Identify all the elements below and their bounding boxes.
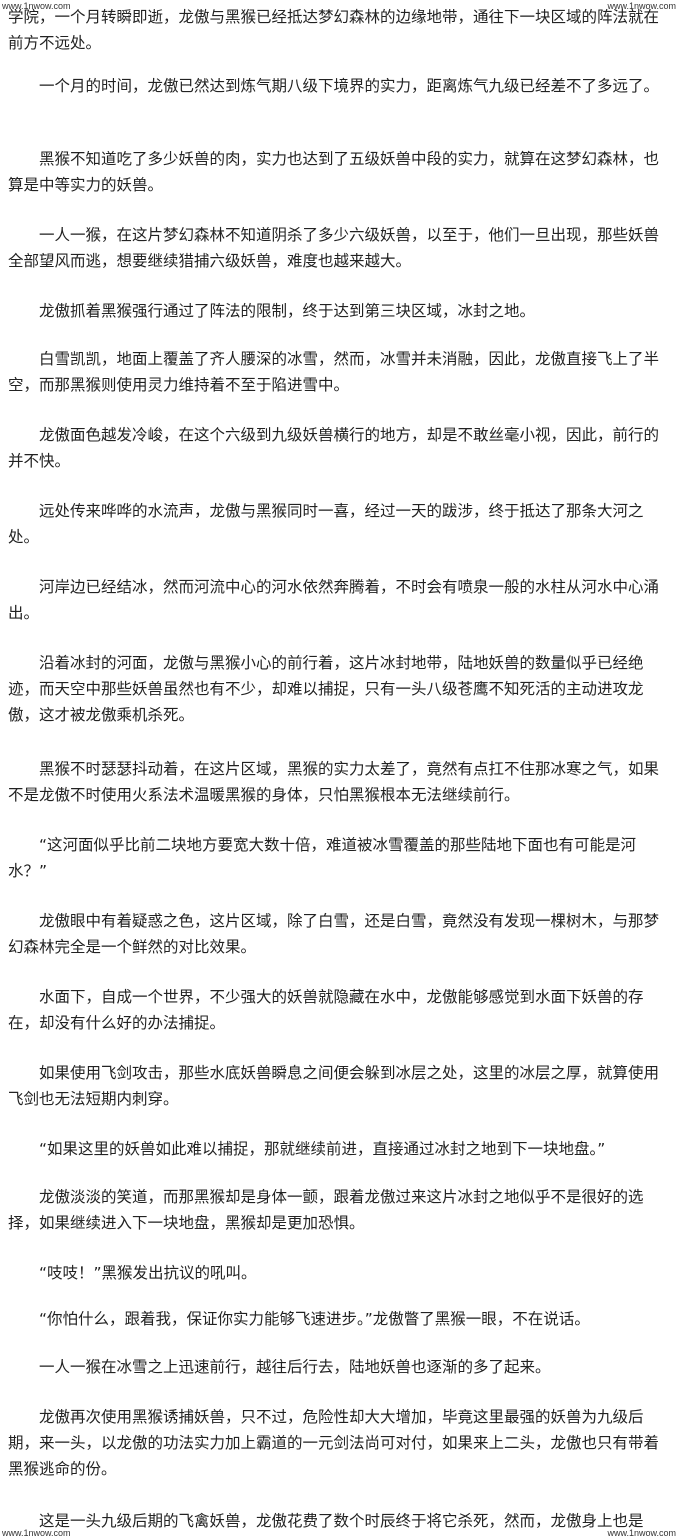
paragraph-5: 龙傲抓着黑猴强行通过了阵法的限制，终于达到第三块区域，冰封之地。 — [39, 302, 536, 320]
watermark-top-left: www.1nwow.com — [2, 1, 71, 11]
paragraph-22: 这是一头九级后期的飞禽妖兽，龙傲花费了数个时辰终于将它杀死，然而，龙傲身上也是 — [39, 1512, 644, 1530]
paragraph-16: “如果这里的妖兽如此难以捕捉，那就继续前进，直接通过冰封之地到下一块地盘。” — [39, 1140, 606, 1158]
paragraph-11: 黑猴不时瑟瑟抖动着，在这片区域，黑猴的实力太差了，竟然有点扛不住那冰寒之气，如果… — [8, 760, 660, 804]
paragraph-9: 河岸边已经结冰，然而河流中心的河水依然奔腾着，不时会有喷泉一般的水柱从河水中心涌… — [8, 578, 660, 622]
watermark-bottom-right: www.1nwow.com — [607, 1528, 676, 1538]
watermark-bottom-left: www.1nwow.com — [2, 1528, 71, 1538]
watermark-top-right: www.1nwow.com — [607, 1, 676, 11]
paragraph-1: 学院，一个月转瞬即逝，龙傲与黑猴已经抵达梦幻森林的边缘地带，通往下一块区域的阵法… — [8, 8, 660, 52]
paragraph-7: 龙傲面色越发冷峻，在这个六级到九级妖兽横行的地方，却是不敢丝毫小视，因此，前行的… — [8, 426, 660, 470]
paragraph-10: 沿着冰封的河面，龙傲与黑猴小心的前行着，这片冰封地带，陆地妖兽的数量似乎已经绝迹… — [8, 654, 644, 724]
paragraph-3: 黑猴不知道吃了多少妖兽的肉，实力也达到了五级妖兽中段的实力，就算在这梦幻森林，也… — [8, 150, 660, 194]
paragraph-21: 龙傲再次使用黑猴诱捕妖兽，只不过，危险性却大大增加，毕竟这里最强的妖兽为九级后期… — [8, 1408, 660, 1478]
paragraph-15: 如果使用飞剑攻击，那些水底妖兽瞬息之间便会躲到冰层之处，这里的冰层之厚，就算使用… — [8, 1064, 660, 1108]
paragraph-18: “吱吱！”黑猴发出抗议的吼叫。 — [39, 1264, 257, 1282]
paragraph-2: 一个月的时间，龙傲已然达到炼气期八级下境界的实力，距离炼气九级已经差不了多远了。 — [39, 77, 660, 95]
paragraph-13: 龙傲眼中有着疑惑之色，这片区域，除了白雪，还是白雪，竟然没有发现一棵树木，与那梦… — [8, 912, 660, 956]
paragraph-12: “这河面似乎比前二块地方要宽大数十倍，难道被冰雪覆盖的那些陆地下面也有可能是河水… — [8, 836, 637, 880]
paragraph-19: “你怕什么，跟着我，保证你实力能够飞速进步。”龙傲瞥了黑猴一眼，不在说话。 — [39, 1310, 590, 1328]
paragraph-4: 一人一猴，在这片梦幻森林不知道阴杀了多少六级妖兽，以至于，他们一旦出现，那些妖兽… — [8, 226, 660, 270]
paragraph-6: 白雪凯凯，地面上覆盖了齐人腰深的冰雪，然而，冰雪并未消融，因此，龙傲直接飞上了半… — [8, 350, 660, 394]
paragraph-17: 龙傲淡淡的笑道，而那黑猴却是身体一颤，跟着龙傲过来这片冰封之地似乎不是很好的选择… — [8, 1188, 644, 1232]
paragraph-20: 一人一猴在冰雪之上迅速前行，越往后行去，陆地妖兽也逐渐的多了起来。 — [39, 1358, 551, 1376]
paragraph-14: 水面下，自成一个世界，不少强大的妖兽就隐藏在水中，龙傲能够感觉到水面下妖兽的存在… — [8, 988, 644, 1032]
paragraph-8: 远处传来哗哗的水流声，龙傲与黑猴同时一喜，经过一天的跋涉，终于抵达了那条大河之处… — [8, 502, 644, 546]
